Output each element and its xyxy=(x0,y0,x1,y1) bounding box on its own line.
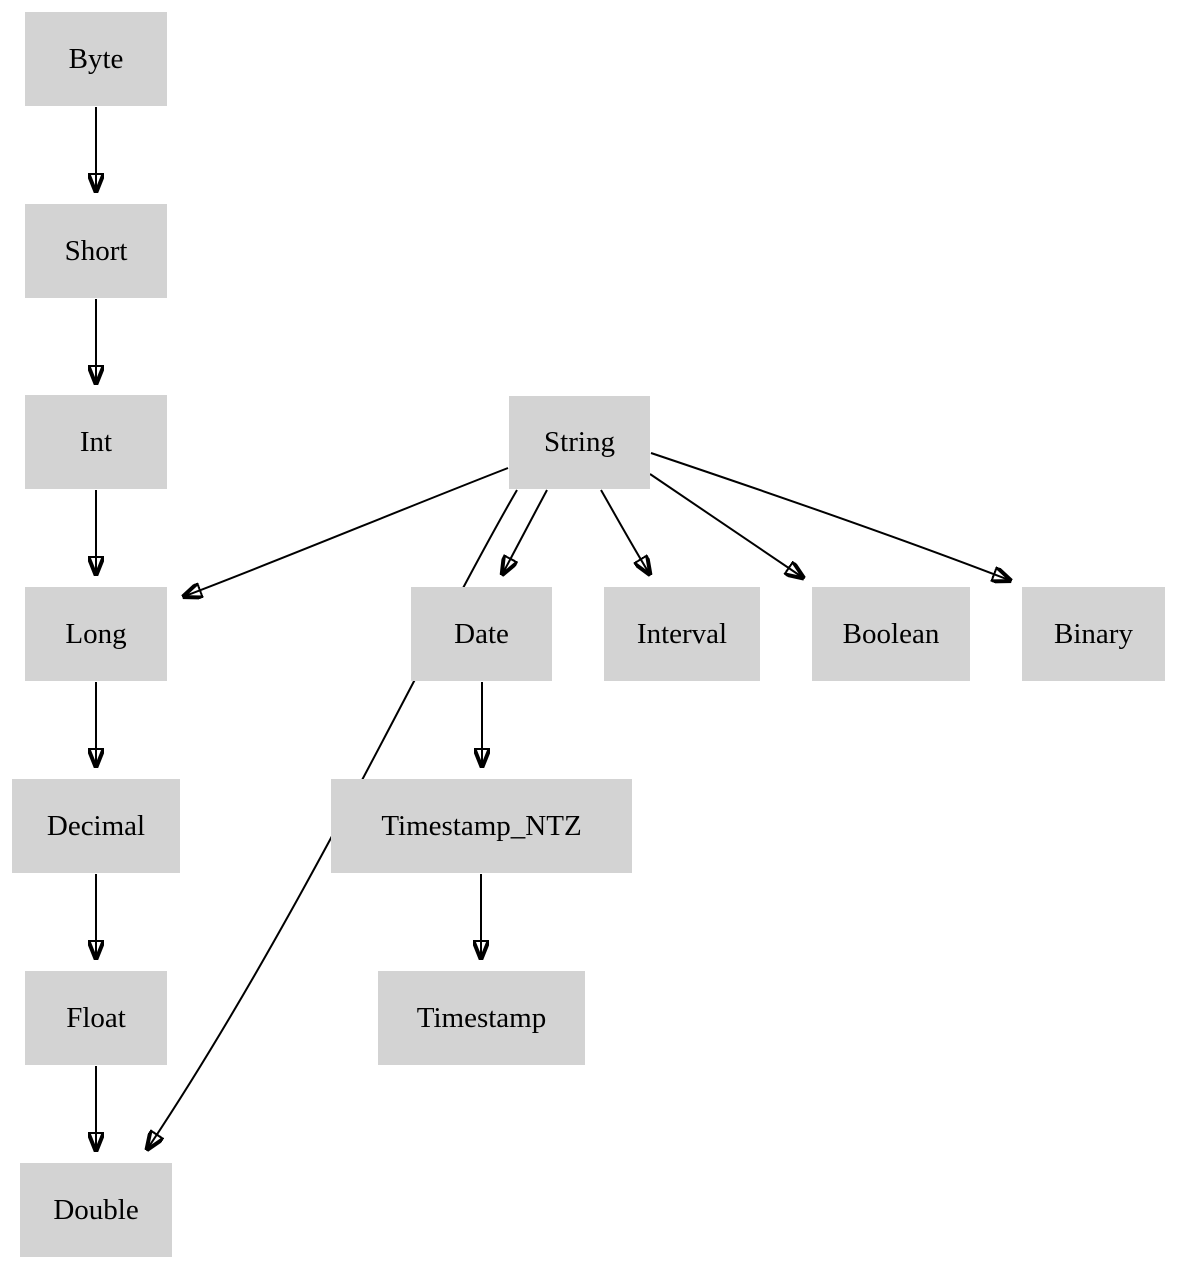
node-timestamp-ntz: Timestamp_NTZ xyxy=(331,779,632,873)
node-int: Int xyxy=(25,395,167,489)
edge-string-binary xyxy=(650,452,1009,580)
edge-string-long xyxy=(185,467,509,596)
node-date: Date xyxy=(411,587,552,681)
node-string: String xyxy=(509,396,650,489)
node-double: Double xyxy=(20,1163,172,1257)
edge-string-boolean xyxy=(649,473,802,577)
node-decimal: Decimal xyxy=(12,779,180,873)
node-byte: Byte xyxy=(25,12,167,106)
node-interval: Interval xyxy=(604,587,760,681)
node-boolean: Boolean xyxy=(812,587,970,681)
edge-string-date xyxy=(503,489,548,573)
node-long: Long xyxy=(25,587,167,681)
node-float: Float xyxy=(25,971,167,1065)
node-timestamp: Timestamp xyxy=(378,971,585,1065)
edge-string-interval xyxy=(600,489,649,573)
node-binary: Binary xyxy=(1022,587,1165,681)
node-short: Short xyxy=(25,204,167,298)
